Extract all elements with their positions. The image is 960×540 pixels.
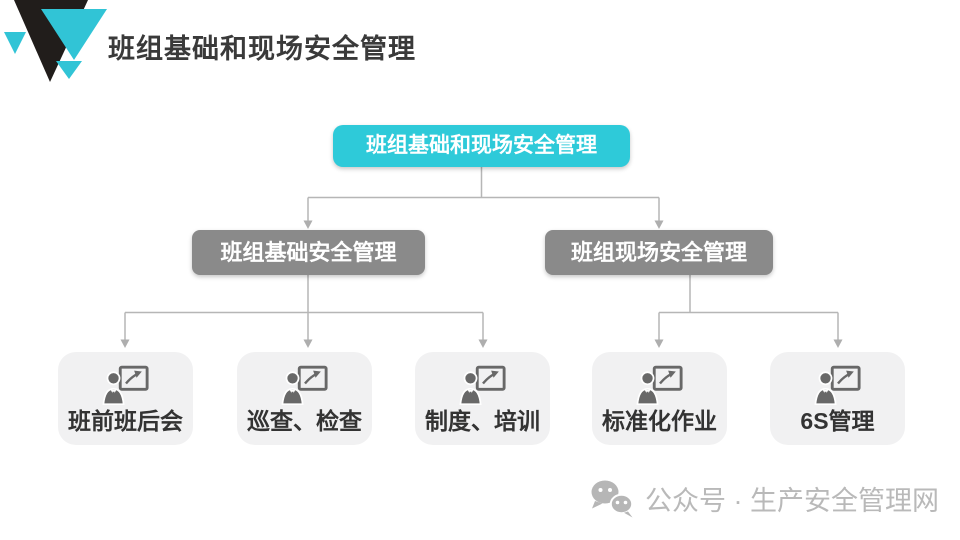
org-node-branch-site: 班组现场安全管理 — [545, 230, 773, 275]
org-node-root: 班组基础和现场安全管理 — [333, 125, 630, 167]
presenter-board-icon — [814, 365, 861, 405]
arrowhead-icon — [120, 339, 130, 348]
org-leaf-label: 班前班后会 — [68, 407, 183, 434]
watermark: 公众号 · 生产安全管理网 — [590, 478, 939, 518]
presenter-board-icon — [102, 365, 149, 405]
arrowhead-icon — [654, 220, 664, 229]
org-leaf-label: 标准化作业 — [602, 407, 717, 434]
org-leaf-card: 制度、培训 — [415, 352, 550, 445]
page-title: 班组基础和现场安全管理 — [108, 34, 416, 64]
arrowhead-icon — [833, 339, 843, 348]
org-leaf-card: 巡查、检查 — [237, 352, 372, 445]
org-leaf-label: 制度、培训 — [425, 407, 540, 434]
watermark-text: 公众号 · 生产安全管理网 — [645, 485, 939, 516]
org-leaf-card: 标准化作业 — [592, 352, 727, 445]
arrowhead-icon — [654, 339, 664, 348]
presenter-board-icon — [281, 365, 328, 405]
presenter-board-icon — [636, 365, 683, 405]
arrowhead-icon — [478, 339, 488, 348]
org-node-branch-basic: 班组基础安全管理 — [192, 230, 425, 275]
org-leaf-label: 6S管理 — [800, 407, 875, 434]
arrowhead-icon — [303, 339, 313, 348]
org-leaf-label: 巡查、检查 — [247, 407, 362, 434]
presenter-board-icon — [459, 365, 506, 405]
logo — [4, 0, 110, 88]
wechat-icon — [591, 480, 634, 518]
arrowhead-icon — [303, 220, 313, 229]
logo-triangles-icon — [4, 0, 107, 82]
org-leaf-card: 6S管理 — [770, 352, 905, 445]
org-leaf-card: 班前班后会 — [58, 352, 193, 445]
